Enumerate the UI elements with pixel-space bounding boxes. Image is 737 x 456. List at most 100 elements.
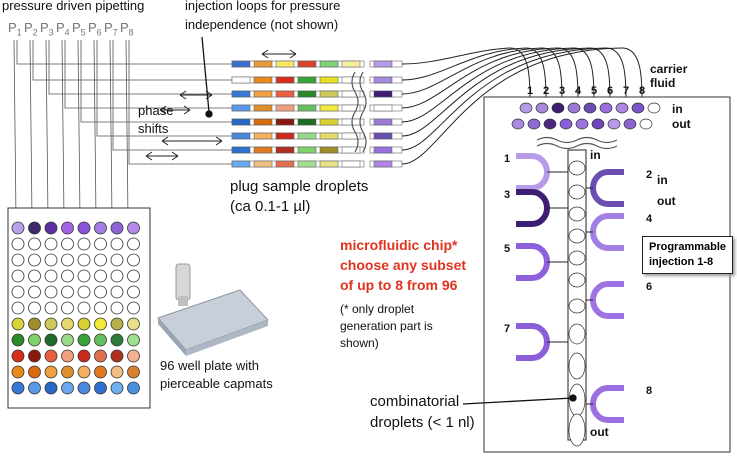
well [61, 237, 74, 251]
well [127, 333, 140, 347]
well [28, 317, 41, 331]
droplet [568, 228, 586, 244]
well [94, 333, 107, 347]
injection-label-2: independence (not shown) [185, 17, 339, 32]
well [44, 349, 58, 363]
in-circle [631, 102, 645, 114]
out-circle [543, 118, 557, 130]
droplet [568, 352, 586, 380]
well [44, 301, 58, 315]
well [127, 301, 140, 315]
pipette-label: P4 [56, 20, 70, 38]
well [44, 285, 58, 299]
plug-droplet [253, 104, 273, 112]
well [28, 381, 41, 395]
plug-droplet [319, 60, 339, 68]
pipetting-label: pressure driven pipetting [2, 0, 145, 13]
out-circle [591, 118, 605, 130]
injector-number: 3 [504, 189, 510, 201]
plug-droplet [253, 160, 273, 168]
pipette-label: P5 [72, 20, 86, 38]
well [61, 333, 74, 347]
well [11, 285, 25, 299]
chip-label-2: choose any subset [340, 257, 467, 273]
prog-line-1: Programmable [649, 241, 727, 253]
well [28, 221, 41, 235]
well [94, 253, 107, 267]
injector-number: 2 [646, 169, 652, 181]
tube-vertical [29, 39, 33, 219]
plug-droplet [231, 146, 251, 154]
double-arrow [145, 151, 179, 161]
transfer-tubing [401, 47, 643, 165]
well [77, 381, 91, 395]
pipette-label: P2 [24, 20, 38, 38]
tube-vertical [45, 39, 49, 219]
well [110, 349, 124, 363]
plug-droplet [253, 132, 273, 140]
plug-droplet [275, 146, 295, 154]
carrier-label-1: carrier [650, 62, 688, 76]
well [127, 253, 140, 267]
injector-number: 5 [504, 243, 510, 255]
well [28, 349, 41, 363]
plug-droplet [341, 90, 361, 98]
well [61, 269, 74, 283]
tube-branch [80, 40, 232, 123]
tube-branch [128, 40, 232, 165]
well [44, 237, 58, 251]
plug-droplet-right [373, 146, 393, 154]
well [61, 381, 74, 395]
well [11, 349, 25, 363]
plug-label-1: plug sample droplets [230, 178, 369, 195]
in-circle [615, 102, 629, 114]
well [44, 365, 58, 379]
tube-branch [48, 40, 232, 95]
out-label-top: out [672, 117, 691, 131]
plug-droplet [231, 132, 251, 140]
well [11, 269, 25, 283]
channel-number: 5 [591, 85, 597, 97]
plug-droplet [275, 90, 295, 98]
in-circle [647, 102, 661, 114]
plug-droplet-right [373, 76, 393, 84]
injector-number: 8 [646, 385, 652, 397]
plug-droplet [297, 118, 317, 126]
in-label-2: in [657, 173, 668, 187]
out-circle [639, 118, 653, 130]
channel-number: 6 [607, 85, 613, 97]
injector-number: 1 [504, 153, 510, 165]
well [61, 253, 74, 267]
plug-droplet [341, 104, 361, 112]
well [94, 285, 107, 299]
plug-droplet [319, 146, 339, 154]
plug-droplet [231, 90, 251, 98]
plug-droplet [275, 76, 295, 84]
combinatorial-label-1: combinatorial [370, 393, 460, 410]
in-label-top: in [672, 102, 683, 116]
well [11, 381, 25, 395]
well [94, 365, 107, 379]
in-circle [583, 102, 597, 114]
programmable-injection-box: Programmable injection 1-8 [642, 236, 734, 274]
well [11, 365, 25, 379]
plate-label-2: pierceable capmats [160, 376, 273, 391]
shifts-label: shifts [138, 121, 169, 136]
well [44, 333, 58, 347]
in-circle [599, 102, 613, 114]
in-circle [519, 102, 533, 114]
well [28, 237, 41, 251]
plug-droplet [341, 118, 361, 126]
droplet [568, 323, 586, 345]
droplet [568, 413, 586, 447]
phase-label: phase [138, 103, 174, 118]
plug-droplet [297, 160, 317, 168]
channel-number: 8 [639, 85, 645, 97]
well [127, 349, 140, 363]
plug-droplet [275, 118, 295, 126]
plug-droplet-right [373, 118, 393, 126]
injector-number: 4 [646, 213, 653, 225]
well [77, 365, 91, 379]
plug-droplet-right [373, 132, 393, 140]
well [61, 285, 74, 299]
